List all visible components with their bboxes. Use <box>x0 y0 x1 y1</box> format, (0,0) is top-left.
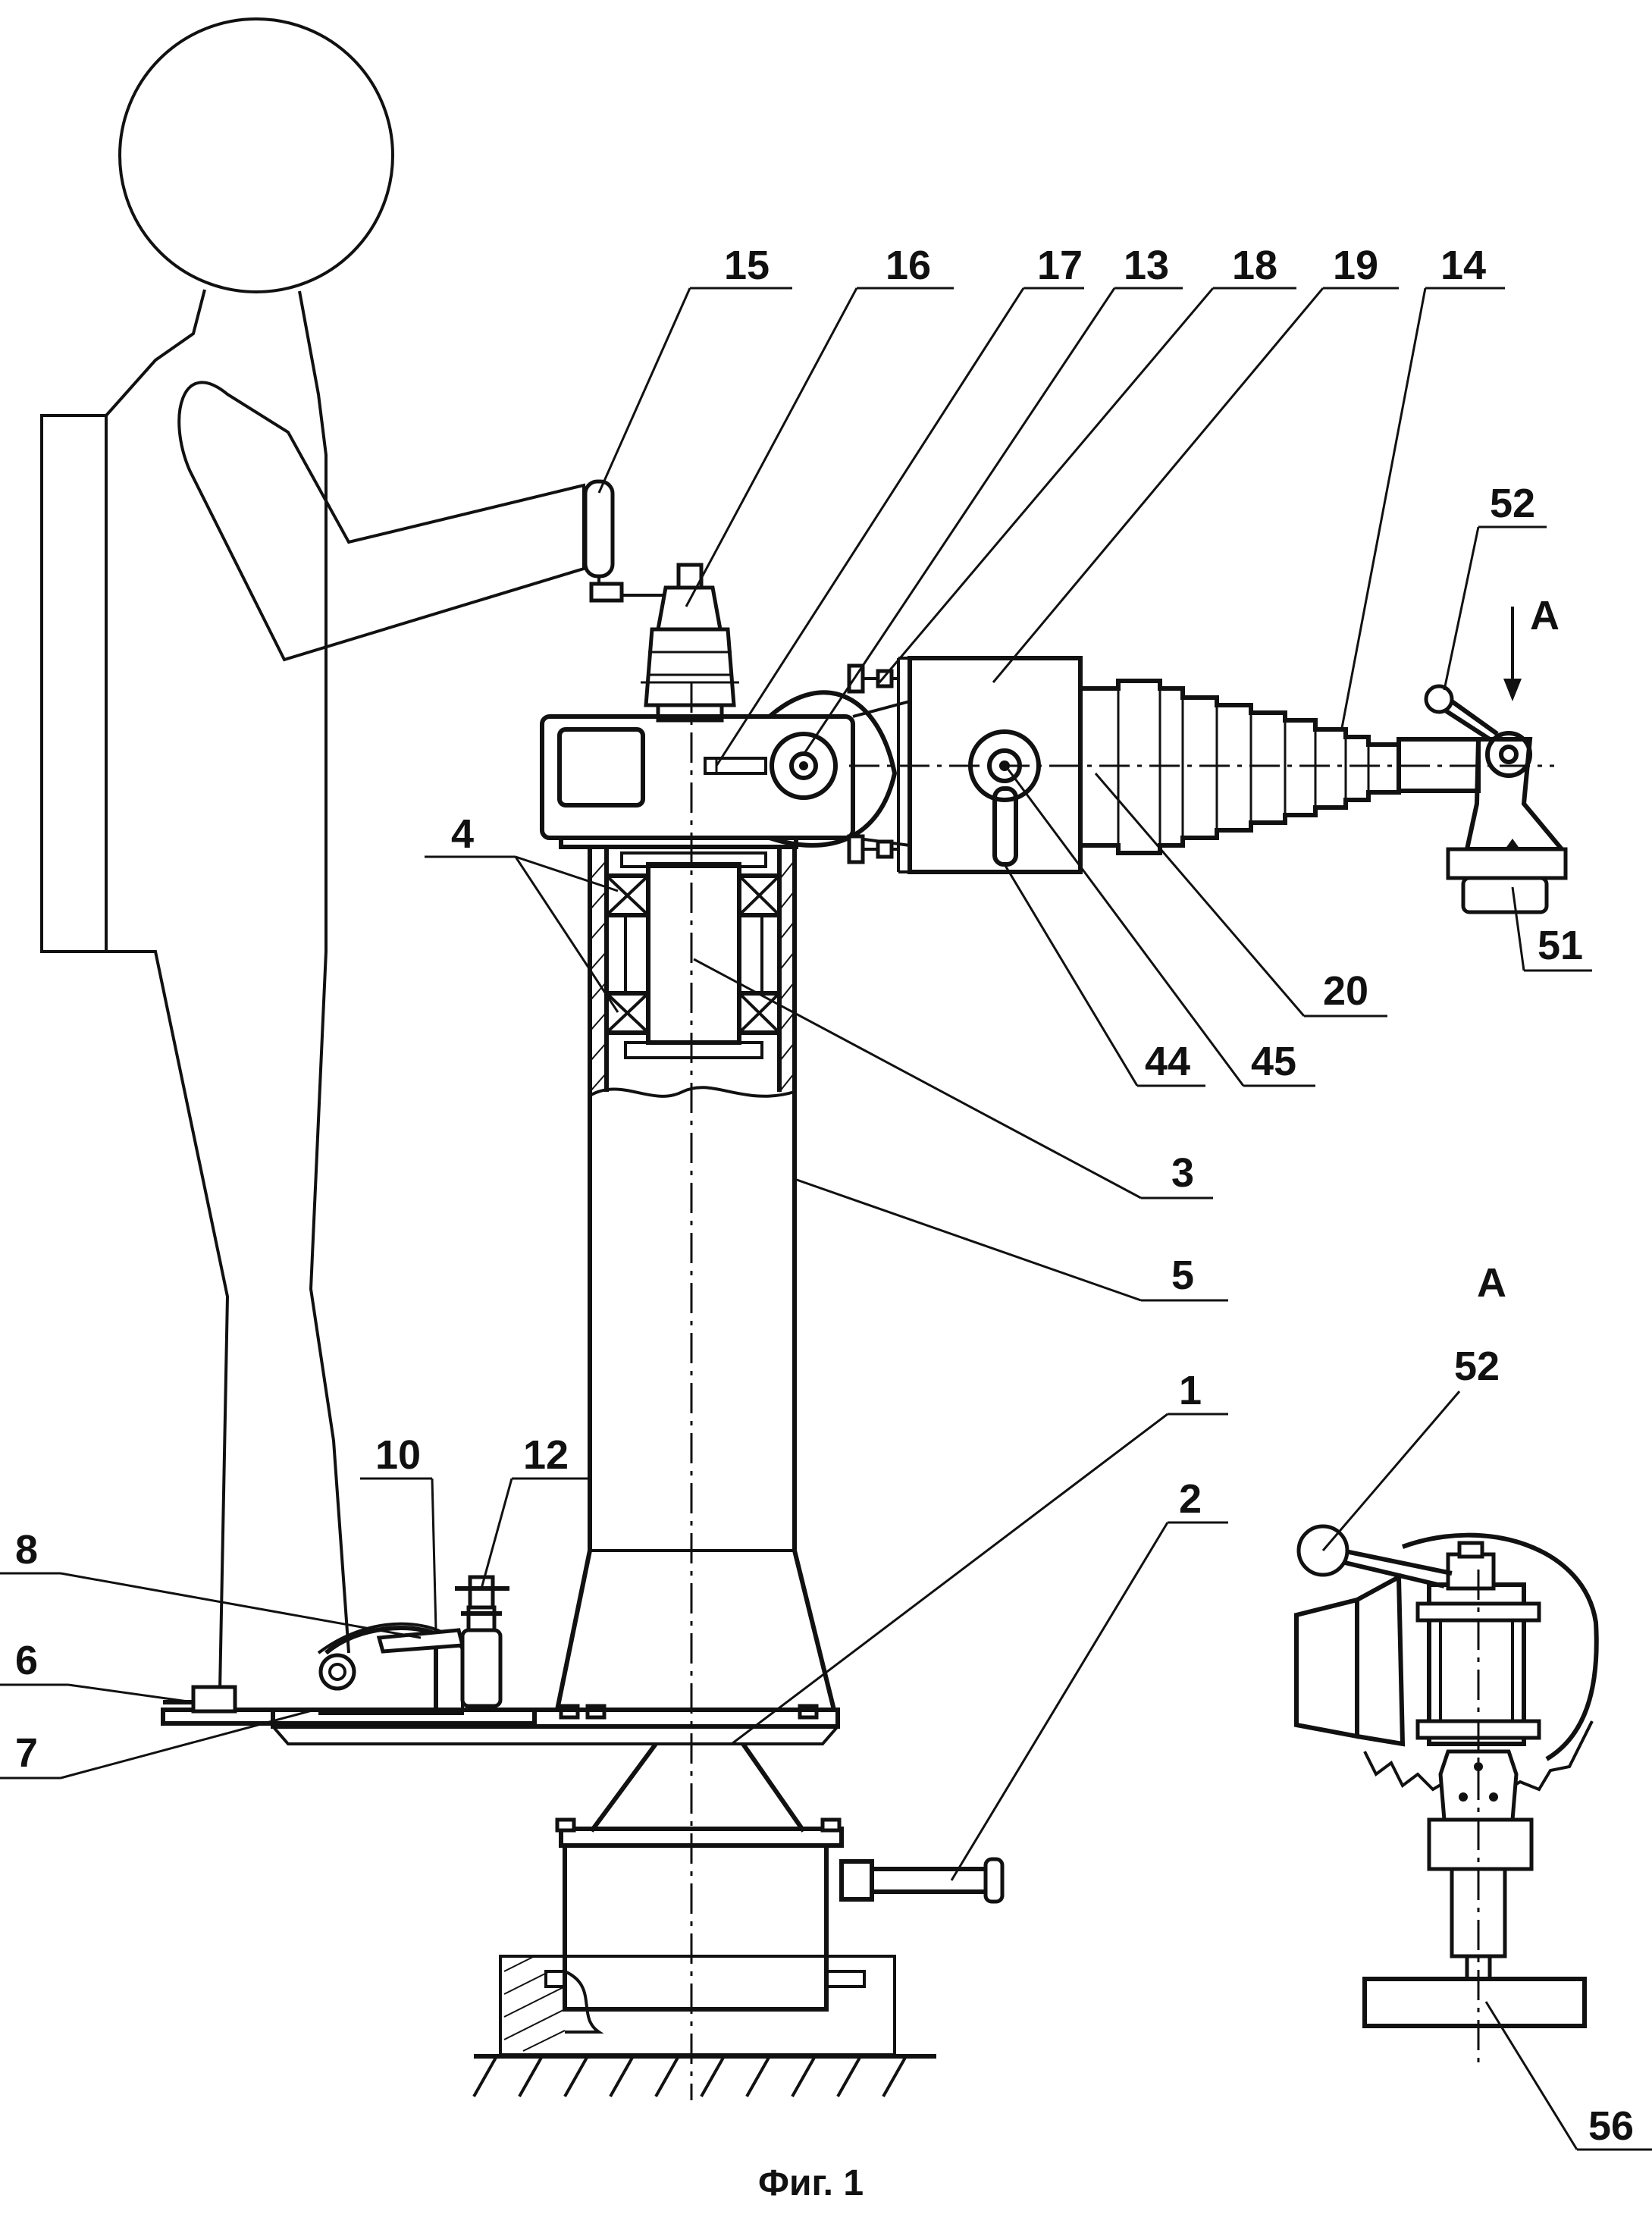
operator-backpack <box>42 416 152 952</box>
label-4: 4 <box>451 811 474 857</box>
label-16: 16 <box>886 243 931 288</box>
ground-line <box>474 2056 936 2096</box>
label-5: 5 <box>1171 1253 1194 1298</box>
label-a-view: A <box>1477 1260 1506 1306</box>
control-handle <box>591 565 739 720</box>
label-10: 10 <box>375 1432 421 1478</box>
label-14: 14 <box>1440 243 1486 288</box>
label-15: 15 <box>724 243 770 288</box>
operator-arm <box>179 382 584 660</box>
label-44: 44 <box>1145 1039 1190 1084</box>
label-2: 2 <box>1179 1476 1202 1522</box>
label-52-view: 52 <box>1454 1344 1500 1389</box>
view-a <box>1296 1526 1597 2062</box>
label-52-top: 52 <box>1490 481 1535 526</box>
label-51: 51 <box>1538 923 1583 968</box>
label-18: 18 <box>1232 243 1277 288</box>
label-45: 45 <box>1251 1039 1296 1084</box>
operator-head <box>120 19 393 292</box>
label-1: 1 <box>1179 1368 1202 1413</box>
bearing-upper-right <box>739 876 779 915</box>
tool-head <box>1426 607 1566 912</box>
tool-disk <box>1365 1979 1585 2026</box>
arm-housing <box>542 692 910 845</box>
label-19: 19 <box>1333 243 1378 288</box>
bearing-upper-left <box>607 876 648 915</box>
housing-window <box>560 729 643 805</box>
column <box>557 838 834 1717</box>
label-13: 13 <box>1124 243 1169 288</box>
label-20: 20 <box>1323 968 1368 1014</box>
label-7: 7 <box>15 1730 38 1776</box>
label-a-arrow: A <box>1530 593 1560 638</box>
handle-grip <box>585 481 613 576</box>
clamp-block <box>500 1820 1002 2055</box>
label-56: 56 <box>1588 2103 1634 2149</box>
figure-caption: Фиг. 1 <box>758 2163 864 2203</box>
label-12: 12 <box>523 1432 569 1478</box>
label-8: 8 <box>15 1527 38 1573</box>
label-6: 6 <box>15 1638 38 1683</box>
label-17: 17 <box>1037 243 1083 288</box>
bearing-lower-left <box>607 993 648 1033</box>
label-3: 3 <box>1171 1150 1194 1196</box>
bearing-lower-right <box>739 993 779 1033</box>
